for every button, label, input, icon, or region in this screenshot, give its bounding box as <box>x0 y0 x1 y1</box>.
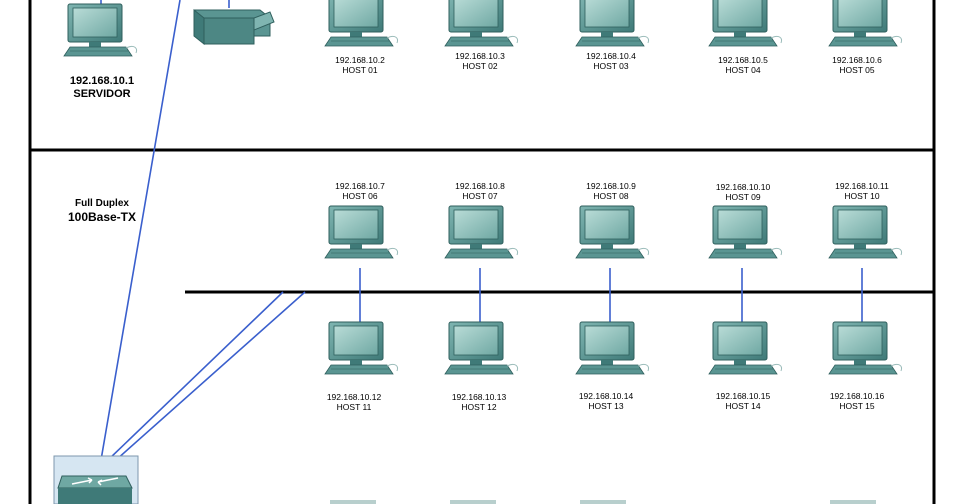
server-name: SERVIDOR <box>73 88 131 100</box>
host-14-computer-icon <box>708 321 783 375</box>
host-10-computer-icon <box>828 205 903 259</box>
host-name: HOST 02 <box>462 60 498 71</box>
host-name: HOST 03 <box>593 60 629 71</box>
host-ip: 192.168.10.12 <box>326 392 382 402</box>
host-name: HOST 13 <box>588 400 624 411</box>
host-ip: 192.168.10.5 <box>718 55 768 65</box>
host-ip: 192.168.10.8 <box>455 181 505 191</box>
host-11-computer-icon <box>324 321 399 375</box>
link-lines <box>100 0 863 461</box>
host-name: HOST 15 <box>839 400 875 411</box>
host-ip: 192.168.10.10 <box>715 182 771 192</box>
link-label: Full Duplex 100Base-TX <box>50 197 154 225</box>
host-04-computer-icon <box>708 0 783 47</box>
host-ip: 192.168.10.15 <box>715 391 771 401</box>
host-07-computer-icon <box>444 205 519 259</box>
host-05-computer-icon <box>828 0 903 47</box>
host-03-computer-icon <box>575 0 650 47</box>
host-name: HOST 09 <box>725 191 761 202</box>
host-01-computer-icon <box>324 0 399 47</box>
host-09-computer-icon <box>708 205 783 259</box>
host-13-computer-icon <box>575 321 650 375</box>
link-label-standard: 100Base-TX <box>67 210 137 224</box>
host-name: HOST 10 <box>844 190 880 201</box>
host-ip: 192.168.10.9 <box>586 181 636 191</box>
host-name: HOST 14 <box>725 400 761 411</box>
host-ip: 192.168.10.16 <box>829 391 885 401</box>
host-ip: 192.168.10.3 <box>455 51 505 61</box>
switch-icon <box>53 455 139 504</box>
host-ip: 192.168.10.14 <box>578 391 634 401</box>
host-name: HOST 04 <box>725 64 761 75</box>
link-label-duplex: Full Duplex <box>75 198 129 209</box>
host-08-computer-icon <box>575 205 650 259</box>
host-ip: 192.168.10.4 <box>586 51 636 61</box>
server-ip: 192.168.10.1 <box>69 75 135 87</box>
server-computer-icon <box>63 3 138 57</box>
host-06-computer-icon <box>324 205 399 259</box>
host-ip: 192.168.10.11 <box>835 181 889 191</box>
host-02-computer-icon <box>444 0 519 47</box>
host-15-computer-icon <box>828 321 903 375</box>
host-name: HOST 05 <box>839 64 875 75</box>
host-ip: 192.168.10.7 <box>335 181 385 191</box>
server-label: 192.168.10.1 SERVIDOR <box>50 75 154 101</box>
host-ip: 192.168.10.2 <box>335 55 385 65</box>
host-name: HOST 07 <box>462 190 498 201</box>
host-name: HOST 08 <box>593 190 629 201</box>
host-name: HOST 12 <box>461 401 497 412</box>
host-12-computer-icon <box>444 321 519 375</box>
host-name: HOST 01 <box>342 64 378 75</box>
host-ip: 192.168.10.6 <box>832 55 882 65</box>
printer-icon <box>193 8 275 46</box>
host-ip: 192.168.10.13 <box>451 392 507 402</box>
host-name: HOST 06 <box>342 190 378 201</box>
host-name: HOST 11 <box>336 401 372 412</box>
